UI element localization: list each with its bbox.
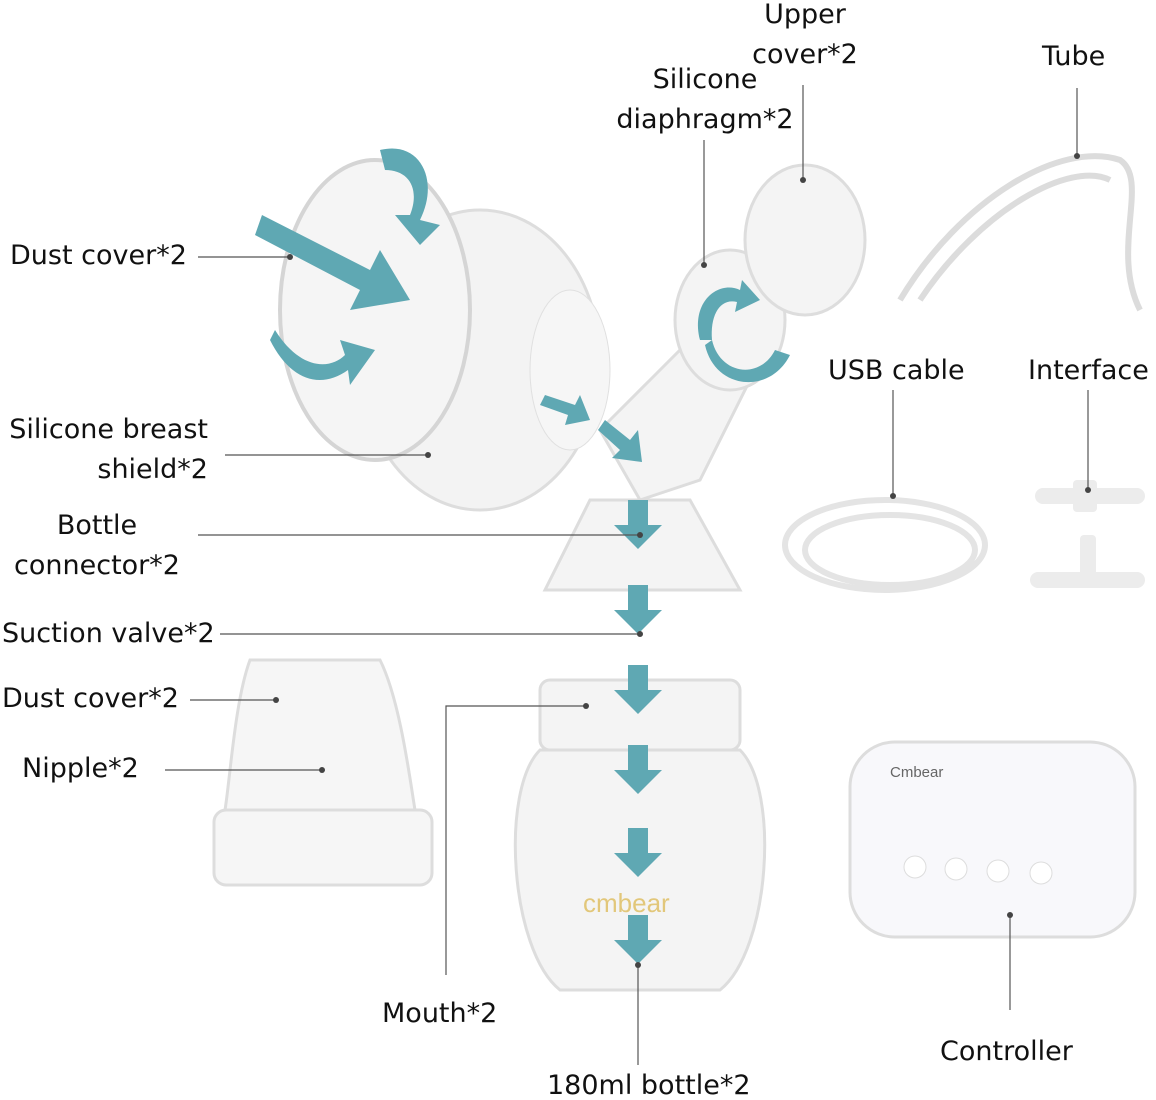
label-dust-cover-top: Dust cover*2 (10, 240, 187, 271)
arrow-icon (614, 915, 662, 964)
arrow-icon (255, 215, 410, 310)
label-upper-cover: Upper cover*2 (740, 0, 870, 75)
label-controller: Controller (940, 1036, 1073, 1067)
label-silicone-diaphragm: Silicone diaphragm*2 (600, 60, 810, 140)
usb-cable-illustration (782, 497, 988, 593)
arrow-icon (380, 148, 440, 245)
arrow-icon (598, 420, 642, 462)
label-line: connector*2 (14, 550, 180, 581)
arrow-icon (614, 585, 662, 634)
interface-illustration (1030, 480, 1145, 588)
label-line: Silicone (652, 64, 758, 95)
controller-illustration: Cmbear (848, 740, 1137, 939)
arrow-icon (614, 500, 662, 549)
arrow-icon (540, 395, 590, 425)
label-suction-valve: Suction valve*2 (2, 618, 215, 649)
upper-cover-illustration (743, 163, 867, 317)
leader-lines (165, 85, 1091, 1065)
label-usb-cable: USB cable (828, 355, 965, 386)
arrow-icon (614, 828, 662, 877)
controller-logo: Cmbear (890, 764, 943, 781)
label-mouth: Mouth*2 (382, 998, 498, 1029)
bottle-logo: cmbear (583, 888, 670, 918)
arrow-icon (614, 665, 662, 714)
label-line: cover*2 (752, 39, 858, 70)
label-nipple: Nipple*2 (22, 753, 139, 784)
arrow-icon (705, 340, 790, 383)
flow-arrows (255, 148, 790, 964)
arrow-icon (698, 280, 760, 340)
label-line: shield*2 (97, 454, 208, 485)
arrow-icon (614, 745, 662, 794)
label-dust-cover-bottom: Dust cover*2 (2, 683, 179, 714)
dust-cover-top-illustration (278, 158, 472, 462)
spare-bottle-cap-illustration (212, 658, 434, 887)
label-bottle-connector: Bottle connector*2 (0, 506, 194, 586)
label-line: Bottle (56, 510, 138, 541)
label-interface: Interface (1028, 355, 1149, 386)
label-line: Upper (764, 0, 846, 30)
label-line: Silicone breast (9, 414, 208, 445)
label-bottle: 180ml bottle*2 (547, 1070, 751, 1100)
label-breast-shield: Silicone breast shield*2 (0, 410, 208, 490)
label-line: diaphragm*2 (616, 104, 794, 135)
arrow-icon (270, 330, 375, 385)
label-tube: Tube (1042, 41, 1106, 72)
tube-illustration (897, 153, 1143, 312)
